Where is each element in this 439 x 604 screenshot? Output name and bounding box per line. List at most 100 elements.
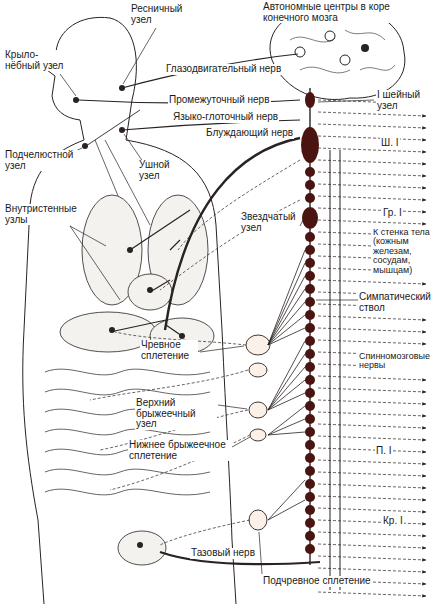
intestine-loop <box>45 389 210 395</box>
leader-line <box>300 220 303 226</box>
cortex-center <box>340 55 350 65</box>
plexus <box>250 429 266 441</box>
spinal-nerve <box>318 592 426 596</box>
trunk-ganglion <box>305 362 315 372</box>
anatomy-label: Автономные центры в коре конечного мозга <box>262 2 412 23</box>
trunk-ganglion <box>305 284 315 294</box>
splanchnic-nerve <box>268 393 305 410</box>
spinal-nerve <box>318 448 426 452</box>
anatomy-label: Подчелюстной узел <box>4 150 78 171</box>
anatomy-label: Симпатический ствол <box>358 292 436 313</box>
spinal-nerve <box>318 376 426 380</box>
cortex-center <box>361 44 369 52</box>
trunk-ganglion <box>305 349 315 359</box>
trunk-ganglion <box>305 466 315 476</box>
splanchnic-nerve <box>268 263 305 345</box>
anatomy-label: Блуждающий нерв <box>205 128 294 139</box>
leader-line <box>200 346 244 352</box>
cervical-ganglion <box>305 92 315 108</box>
splanchnic-nerve <box>268 250 305 345</box>
splanchnic-nerve <box>268 367 305 410</box>
trunk-ganglion <box>305 427 315 437</box>
leader-line <box>123 28 156 84</box>
body-outline <box>110 18 236 604</box>
spinal-nerve <box>318 196 426 200</box>
trunk-ganglion <box>305 232 315 242</box>
spinal-nerve <box>318 184 426 188</box>
leader-line <box>70 226 106 246</box>
organ-outline <box>118 531 166 565</box>
intestine-loop <box>45 489 210 495</box>
stellate-ganglion <box>302 207 318 229</box>
splanchnic-nerve <box>268 432 305 435</box>
splanchnic-nerve <box>268 328 305 345</box>
anatomy-label: Верхний брыжеечный узел <box>135 398 217 430</box>
anatomy-label: Чревное сплетение <box>140 340 198 361</box>
anatomy-label: Ушной узел <box>138 160 182 181</box>
anatomy-label: Промежуточный нерв <box>168 95 271 106</box>
ganglion <box>109 327 115 333</box>
ganglion <box>73 97 79 103</box>
anatomy-label: Кр. I <box>382 516 404 527</box>
plexus <box>249 363 267 377</box>
spinal-nerve <box>318 424 426 428</box>
leader-line <box>232 437 250 447</box>
spinal-nerve <box>318 328 426 332</box>
trunk-ganglion <box>305 167 315 177</box>
spinal-nerve <box>318 556 426 560</box>
spinal-nerve <box>318 124 426 128</box>
cortex-center <box>325 31 335 41</box>
autonomic-fibre <box>90 160 300 545</box>
vagus-branch <box>110 210 190 336</box>
intestine-loop <box>45 469 210 475</box>
anatomy-label: Ш. I <box>380 138 400 149</box>
ganglion <box>179 333 185 339</box>
leader-line <box>218 405 247 409</box>
spinal-nerve <box>318 436 426 440</box>
spinal-nerve <box>318 220 426 224</box>
trunk-ganglion <box>305 388 315 398</box>
spinal-nerve <box>318 136 426 140</box>
organ-outline <box>128 274 172 310</box>
trunk-ganglion <box>305 336 315 346</box>
trunk-ganglion <box>305 479 315 489</box>
cervical-ganglion <box>301 127 319 163</box>
trunk-ganglion <box>305 258 315 268</box>
trunk-ganglion <box>305 531 315 541</box>
spinal-nerve <box>318 484 426 488</box>
trunk-ganglion <box>305 492 315 502</box>
plexus <box>246 335 270 355</box>
anatomy-label: Нижнее брыжеечное сплетение <box>128 440 232 461</box>
splanchnic-nerve <box>268 302 305 345</box>
trunk-ganglion <box>305 180 315 190</box>
trunk-ganglion <box>305 375 315 385</box>
spinal-nerve <box>318 400 426 404</box>
anatomy-label: Крыло-нёбный узел <box>4 50 74 71</box>
splanchnic-nerve <box>268 341 305 410</box>
trunk-ganglion <box>305 193 315 203</box>
anatomy-label: Подчревное сплетение <box>262 576 372 587</box>
spinal-cord <box>330 150 331 590</box>
brain-gyri <box>290 30 395 73</box>
anatomy-label: К стенка тела (кожным железам, сосудам, … <box>372 228 434 275</box>
trunk-ganglion <box>305 414 315 424</box>
anatomy-label: Спинномозговые нервы <box>358 352 436 371</box>
spinal-nerve <box>318 172 426 176</box>
anatomy-label: Ресничный узел <box>130 4 192 25</box>
anatomy-label: Звездчатый узел <box>240 212 298 233</box>
anatomy-label: Гр. I <box>382 208 403 219</box>
trunk-ganglion <box>305 505 315 515</box>
plexus <box>249 402 267 418</box>
trunk-ganglion <box>305 544 315 554</box>
intestine-loop <box>45 429 210 435</box>
spinal-nerve <box>318 472 426 476</box>
trunk-ganglion <box>305 401 315 411</box>
spinal-nerve <box>318 316 426 320</box>
trunk-ganglion <box>305 297 315 307</box>
splanchnic-nerve <box>268 289 305 345</box>
splanchnic-nerve <box>268 380 305 410</box>
spinal-nerve <box>318 148 426 152</box>
cortex-center <box>295 47 305 57</box>
splanchnic-nerve <box>268 354 305 410</box>
splanchnic-nerve <box>268 406 305 435</box>
